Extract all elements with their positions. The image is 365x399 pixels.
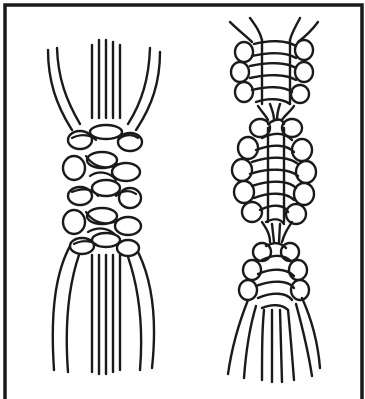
right-knot-panel <box>228 18 320 382</box>
right-bulge-2 <box>232 119 316 224</box>
right-bulge-1 <box>231 40 313 104</box>
right-neck-2 <box>262 222 292 242</box>
left-knot-panel <box>48 40 160 374</box>
right-bulge-3 <box>239 243 309 310</box>
left-filler-cords <box>92 40 120 374</box>
right-tail-cords <box>228 298 320 382</box>
right-neck-1 <box>258 104 294 120</box>
left-knot-body <box>63 125 142 256</box>
right-top-cords <box>230 18 318 42</box>
